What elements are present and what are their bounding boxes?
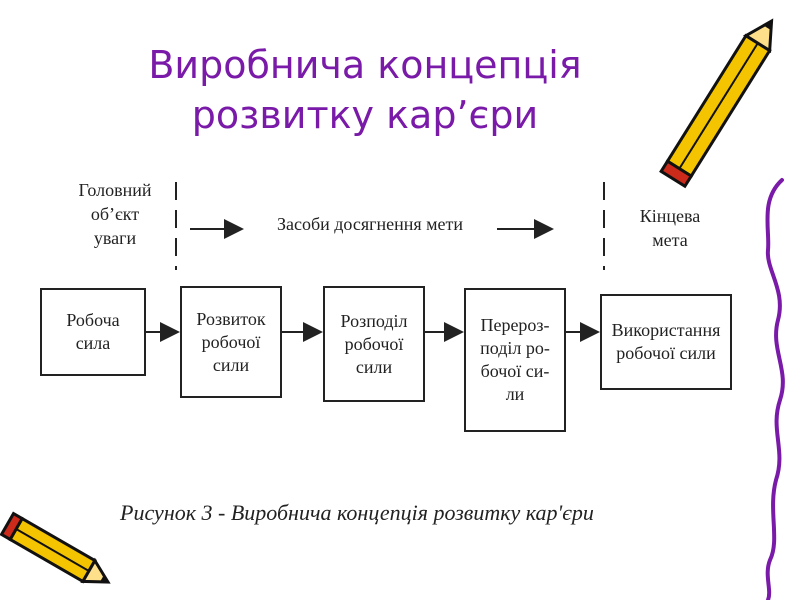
header-means: Засоби досягнення мети xyxy=(276,214,464,234)
slide-title: Виробнича концепція розвитку кар’єри xyxy=(100,40,630,140)
box-redistribution: Перероз- поділ ро- бочої си- ли xyxy=(464,288,566,432)
box-work-force: Робоча сила xyxy=(40,288,146,376)
box-development: Розвиток робочої сили xyxy=(180,286,282,398)
squiggle-decoration xyxy=(765,178,785,600)
box-usage: Використання робочої сили xyxy=(600,294,732,390)
pencil-icon xyxy=(659,18,774,189)
header-main-object: Головний об’єкт уваги xyxy=(78,180,152,248)
figure-caption: Рисунок 3 - Виробнича концепція розвитку… xyxy=(120,500,594,525)
box-distribution: Розподіл робочої сили xyxy=(323,286,425,402)
title-line-2: розвитку кар’єри xyxy=(191,93,539,137)
title-line-1: Виробнича концепція xyxy=(148,43,582,87)
header-final-goal: Кінцева мета xyxy=(639,206,701,250)
pencil-icon xyxy=(0,511,111,584)
